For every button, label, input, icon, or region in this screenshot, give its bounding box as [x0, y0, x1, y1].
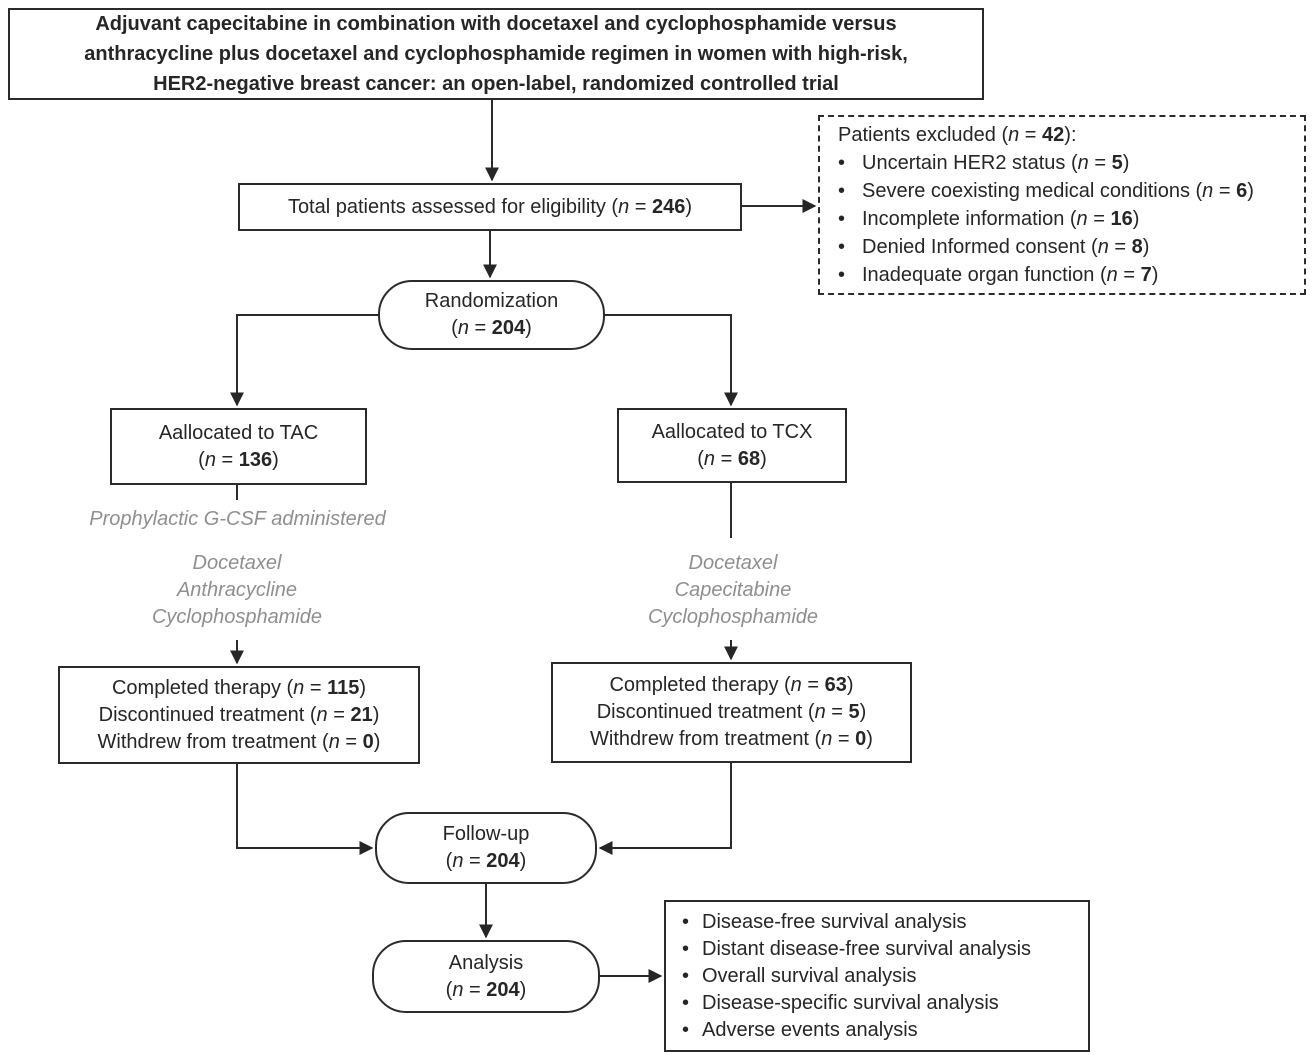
- completed-tac-line: Completed therapy (n = 115): [111, 676, 367, 699]
- connector-completed-tac-to-followup: [236, 764, 374, 855]
- excluded-item-text: Severe coexisting medical conditions (n …: [862, 180, 1254, 202]
- bullet-icon: •: [682, 991, 690, 1014]
- tcx-regimen-drug: Cyclophosphamide: [647, 606, 819, 628]
- allocation-tac-label: Aallocated to TAC: [158, 421, 319, 444]
- excluded-patients-box: Patients excluded (n = 42): • Uncertain …: [818, 115, 1306, 295]
- excluded-item-text: Incomplete information (n = 16): [862, 208, 1140, 230]
- outcome-item-text: Distant disease-free survival analysis: [702, 937, 1032, 960]
- bullet-icon: •: [838, 208, 846, 230]
- completed-tac-line: Discontinued treatment (n = 21): [98, 703, 380, 726]
- excluded-item: • Denied Informed consent (n = 8): [838, 233, 1294, 261]
- outcome-item-text: Adverse events analysis: [702, 1018, 918, 1041]
- completed-tcx-line: Completed therapy (n = 63): [609, 674, 854, 696]
- eligibility-text: Total patients assessed for eligibility …: [287, 195, 693, 218]
- excluded-item-text: Uncertain HER2 status (n = 5): [862, 152, 1130, 174]
- completed-tac-line: Withdrew from treatment (n = 0): [97, 730, 381, 753]
- gcsf-note: Prophylactic G-CSF administered: [89, 508, 386, 530]
- tcx-regimen-note: Docetaxel Capecitabine Cyclophosphamide: [604, 550, 862, 631]
- excluded-header: Patients excluded (n = 42):: [838, 124, 1077, 146]
- outcome-item: • Adverse events analysis: [682, 1017, 1078, 1044]
- followup-label: Follow-up: [442, 823, 530, 845]
- allocation-tac-box: Aallocated to TAC (n = 136): [110, 408, 367, 485]
- connector-randomization-to-tac: [230, 314, 378, 407]
- outcome-item-text: Overall survival analysis: [702, 964, 917, 987]
- followup-node: Follow-up (n = 204): [375, 812, 597, 884]
- outcome-item: • Disease-specific survival analysis: [682, 990, 1078, 1017]
- study-title-line: Adjuvant capecitabine in combination wit…: [95, 13, 897, 35]
- bullet-icon: •: [838, 152, 846, 174]
- bullet-icon: •: [682, 910, 690, 933]
- excluded-item: • Incomplete information (n = 16): [838, 205, 1294, 233]
- analysis-label: Analysis: [448, 951, 524, 974]
- randomization-label: Randomization: [424, 290, 559, 312]
- excluded-item-text: Denied Informed consent (n = 8): [862, 236, 1150, 258]
- excluded-item-text: Inadequate organ function (n = 7): [862, 264, 1159, 286]
- outcome-item-text: Disease-free survival analysis: [702, 910, 967, 933]
- connector-randomization-to-tcx: [605, 314, 738, 407]
- eligibility-box: Total patients assessed for eligibility …: [238, 183, 742, 231]
- allocation-tcx-label: Aallocated to TCX: [651, 420, 813, 443]
- outcome-item: • Distant disease-free survival analysis: [682, 936, 1078, 963]
- analysis-node: Analysis (n = 204): [372, 940, 600, 1013]
- tcx-regimen-drug: Docetaxel: [688, 552, 778, 574]
- bullet-icon: •: [682, 1018, 690, 1041]
- excluded-item: • Inadequate organ function (n = 7): [838, 261, 1294, 289]
- study-title-line: anthracycline plus docetaxel and cycloph…: [84, 43, 908, 65]
- bullet-icon: •: [838, 236, 846, 258]
- allocation-tcx-box: Aallocated to TCX (n = 68): [617, 408, 847, 483]
- completed-tcx-box: Completed therapy (n = 63) Discontinued …: [551, 662, 912, 763]
- tac-regimen-drug: Docetaxel: [192, 552, 282, 574]
- completed-tcx-line: Discontinued treatment (n = 5): [596, 701, 867, 723]
- tac-regimen-drug: Cyclophosphamide: [151, 606, 323, 628]
- analysis-n: (n = 204): [445, 978, 527, 1001]
- outcome-item-text: Disease-specific survival analysis: [702, 991, 999, 1014]
- study-title-line: HER2-negative breast cancer: an open-lab…: [153, 73, 839, 95]
- bullet-icon: •: [838, 180, 846, 202]
- completed-tcx-line: Withdrew from treatment (n = 0): [590, 728, 873, 750]
- bullet-icon: •: [682, 964, 690, 987]
- randomization-n: (n = 204): [451, 317, 532, 339]
- allocation-tcx-n: (n = 68): [697, 447, 767, 470]
- followup-n: (n = 204): [445, 850, 527, 872]
- excluded-item: • Severe coexisting medical conditions (…: [838, 177, 1294, 205]
- excluded-item: • Uncertain HER2 status (n = 5): [838, 149, 1294, 177]
- outcome-item: • Overall survival analysis: [682, 963, 1078, 990]
- outcome-item: • Disease-free survival analysis: [682, 909, 1078, 936]
- connector-completed-tcx-to-followup: [598, 763, 732, 855]
- allocation-tac-n: (n = 136): [198, 448, 279, 471]
- study-title-box: Adjuvant capecitabine in combination wit…: [8, 8, 984, 100]
- bullet-icon: •: [838, 264, 846, 286]
- tac-regimen-drug: Anthracycline: [176, 579, 298, 601]
- analysis-outcomes-box: • Disease-free survival analysis • Dista…: [664, 900, 1090, 1052]
- randomization-node: Randomization (n = 204): [378, 280, 605, 350]
- bullet-icon: •: [682, 937, 690, 960]
- tac-regimen-note: Docetaxel Anthracycline Cyclophosphamide: [108, 550, 366, 631]
- tcx-regimen-drug: Capecitabine: [674, 579, 792, 601]
- completed-tac-box: Completed therapy (n = 115) Discontinued…: [58, 666, 420, 764]
